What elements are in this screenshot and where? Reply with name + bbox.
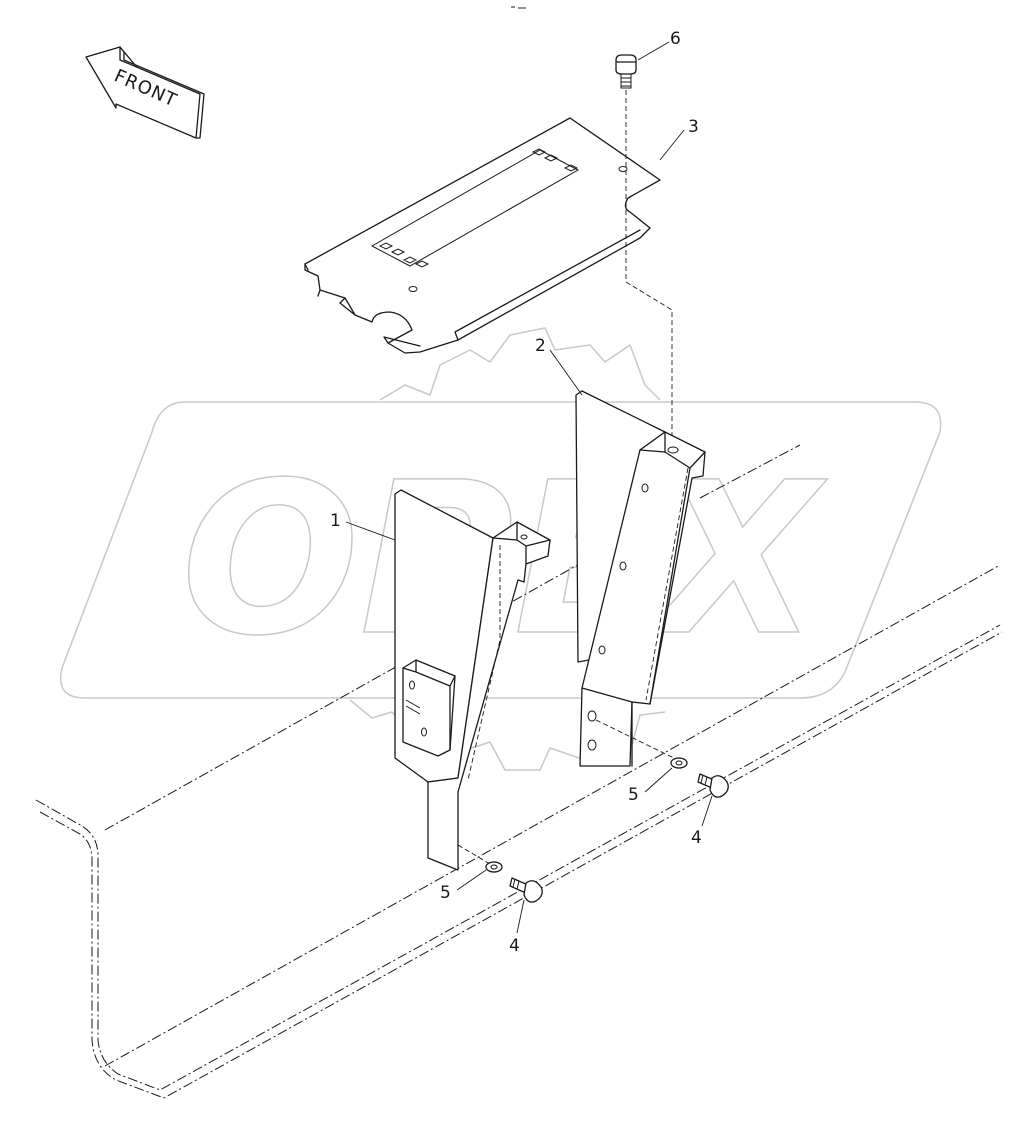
watermark-gear [379,327,661,401]
machine-body-outline [35,444,1003,1099]
cover-plate-hole-front [408,286,418,292]
part-3-cover-plate [304,117,661,354]
callout-leaders [345,41,713,934]
cover-plate-front-flange [304,229,641,347]
watermark-frame [60,401,942,699]
callout-1: 1 [330,511,341,531]
bracket-1-channel-edges [492,521,551,565]
assembly-line-6 [625,90,673,448]
bolt-6-thread [620,74,632,89]
part-4-bolt-left [509,877,543,903]
callout-4-right: 4 [691,828,702,848]
cover-plate-label-corners [378,148,579,268]
bracket-1-block-hole-2 [421,727,427,737]
callout-6: 6 [670,29,681,49]
bolt-6-head [615,54,637,75]
bracket-2-hole-top [667,446,679,454]
callout-5-left: 5 [440,883,451,903]
part-5-washer-left [457,844,503,873]
cover-plate-label-area [370,149,580,267]
bracket-1-block-hole-1 [409,680,415,690]
bracket-2-hole-5 [587,739,597,751]
cover-plate-hole-rear [618,166,628,172]
bracket-1-hole-top [520,534,528,540]
bracket-2-hole-2 [619,561,627,571]
callout-3: 3 [688,117,699,137]
bracket-2-hole-1 [641,483,649,493]
callout-numbers: 6 3 2 1 5 4 5 4 [330,29,702,956]
bracket-2-hole-3 [598,645,606,655]
header-mark [511,6,526,9]
cover-plate-outline [304,117,661,354]
part-1-bracket [394,489,551,871]
bracket-2-channel-edges [581,431,706,767]
part-6-bolt [615,54,637,89]
callout-4-left: 4 [509,936,520,956]
front-arrow-shape [85,46,201,139]
part-5-washer-right [595,719,688,769]
bracket-1-block [402,659,456,757]
part-2-bracket [575,390,706,767]
front-arrow: FRONT [85,46,205,139]
bracket-2-hole-4 [587,710,597,722]
callout-2: 2 [535,336,546,356]
part-4-bolt-right [697,773,729,798]
callout-5-right: 5 [628,785,639,805]
